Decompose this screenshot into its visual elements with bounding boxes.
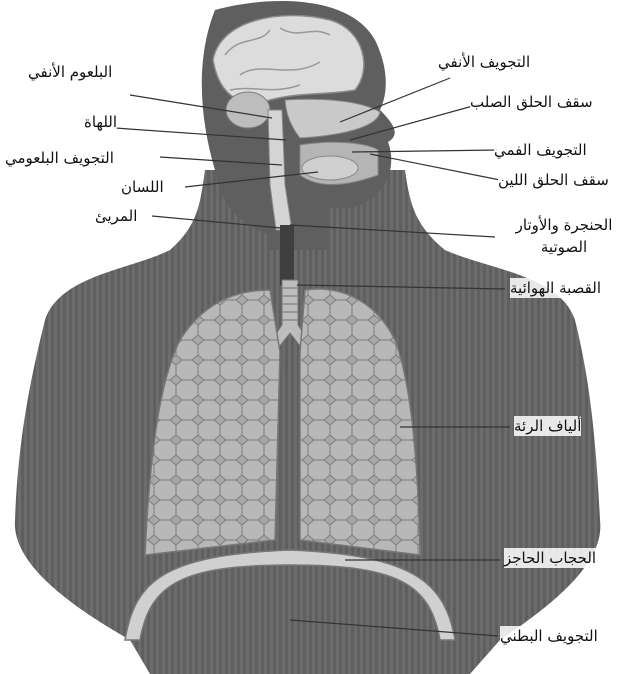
label-lung-fibers: ألياف الرئة bbox=[514, 416, 581, 436]
cerebellum bbox=[226, 92, 270, 128]
label-oropharynx: التجويف البلعومي bbox=[5, 148, 114, 168]
label-esophagus: المريئ bbox=[95, 206, 137, 226]
label-oral-cavity: التجويف الفمي bbox=[494, 140, 587, 160]
label-soft-palate: سقف الحلق اللين bbox=[498, 170, 609, 190]
label-nasopharynx: البلعوم الأنفي bbox=[28, 62, 112, 82]
label-abdominal-cavity: التجويف البطني bbox=[500, 626, 598, 646]
label-larynx-vocal-cords: الحنجرة والأوتار الصوتية bbox=[500, 214, 628, 258]
label-trachea: القصبة الهوائية bbox=[510, 278, 601, 298]
label-nasal-cavity: التجويف الأنفي bbox=[438, 52, 530, 72]
label-tongue: اللسان bbox=[121, 177, 164, 197]
esophagus bbox=[280, 225, 294, 285]
tongue bbox=[302, 156, 358, 180]
label-uvula: اللهاة bbox=[84, 112, 117, 132]
label-diaphragm: الحجاب الحاجز bbox=[504, 548, 596, 568]
label-hard-palate: سقف الحلق الصلب bbox=[470, 92, 593, 112]
